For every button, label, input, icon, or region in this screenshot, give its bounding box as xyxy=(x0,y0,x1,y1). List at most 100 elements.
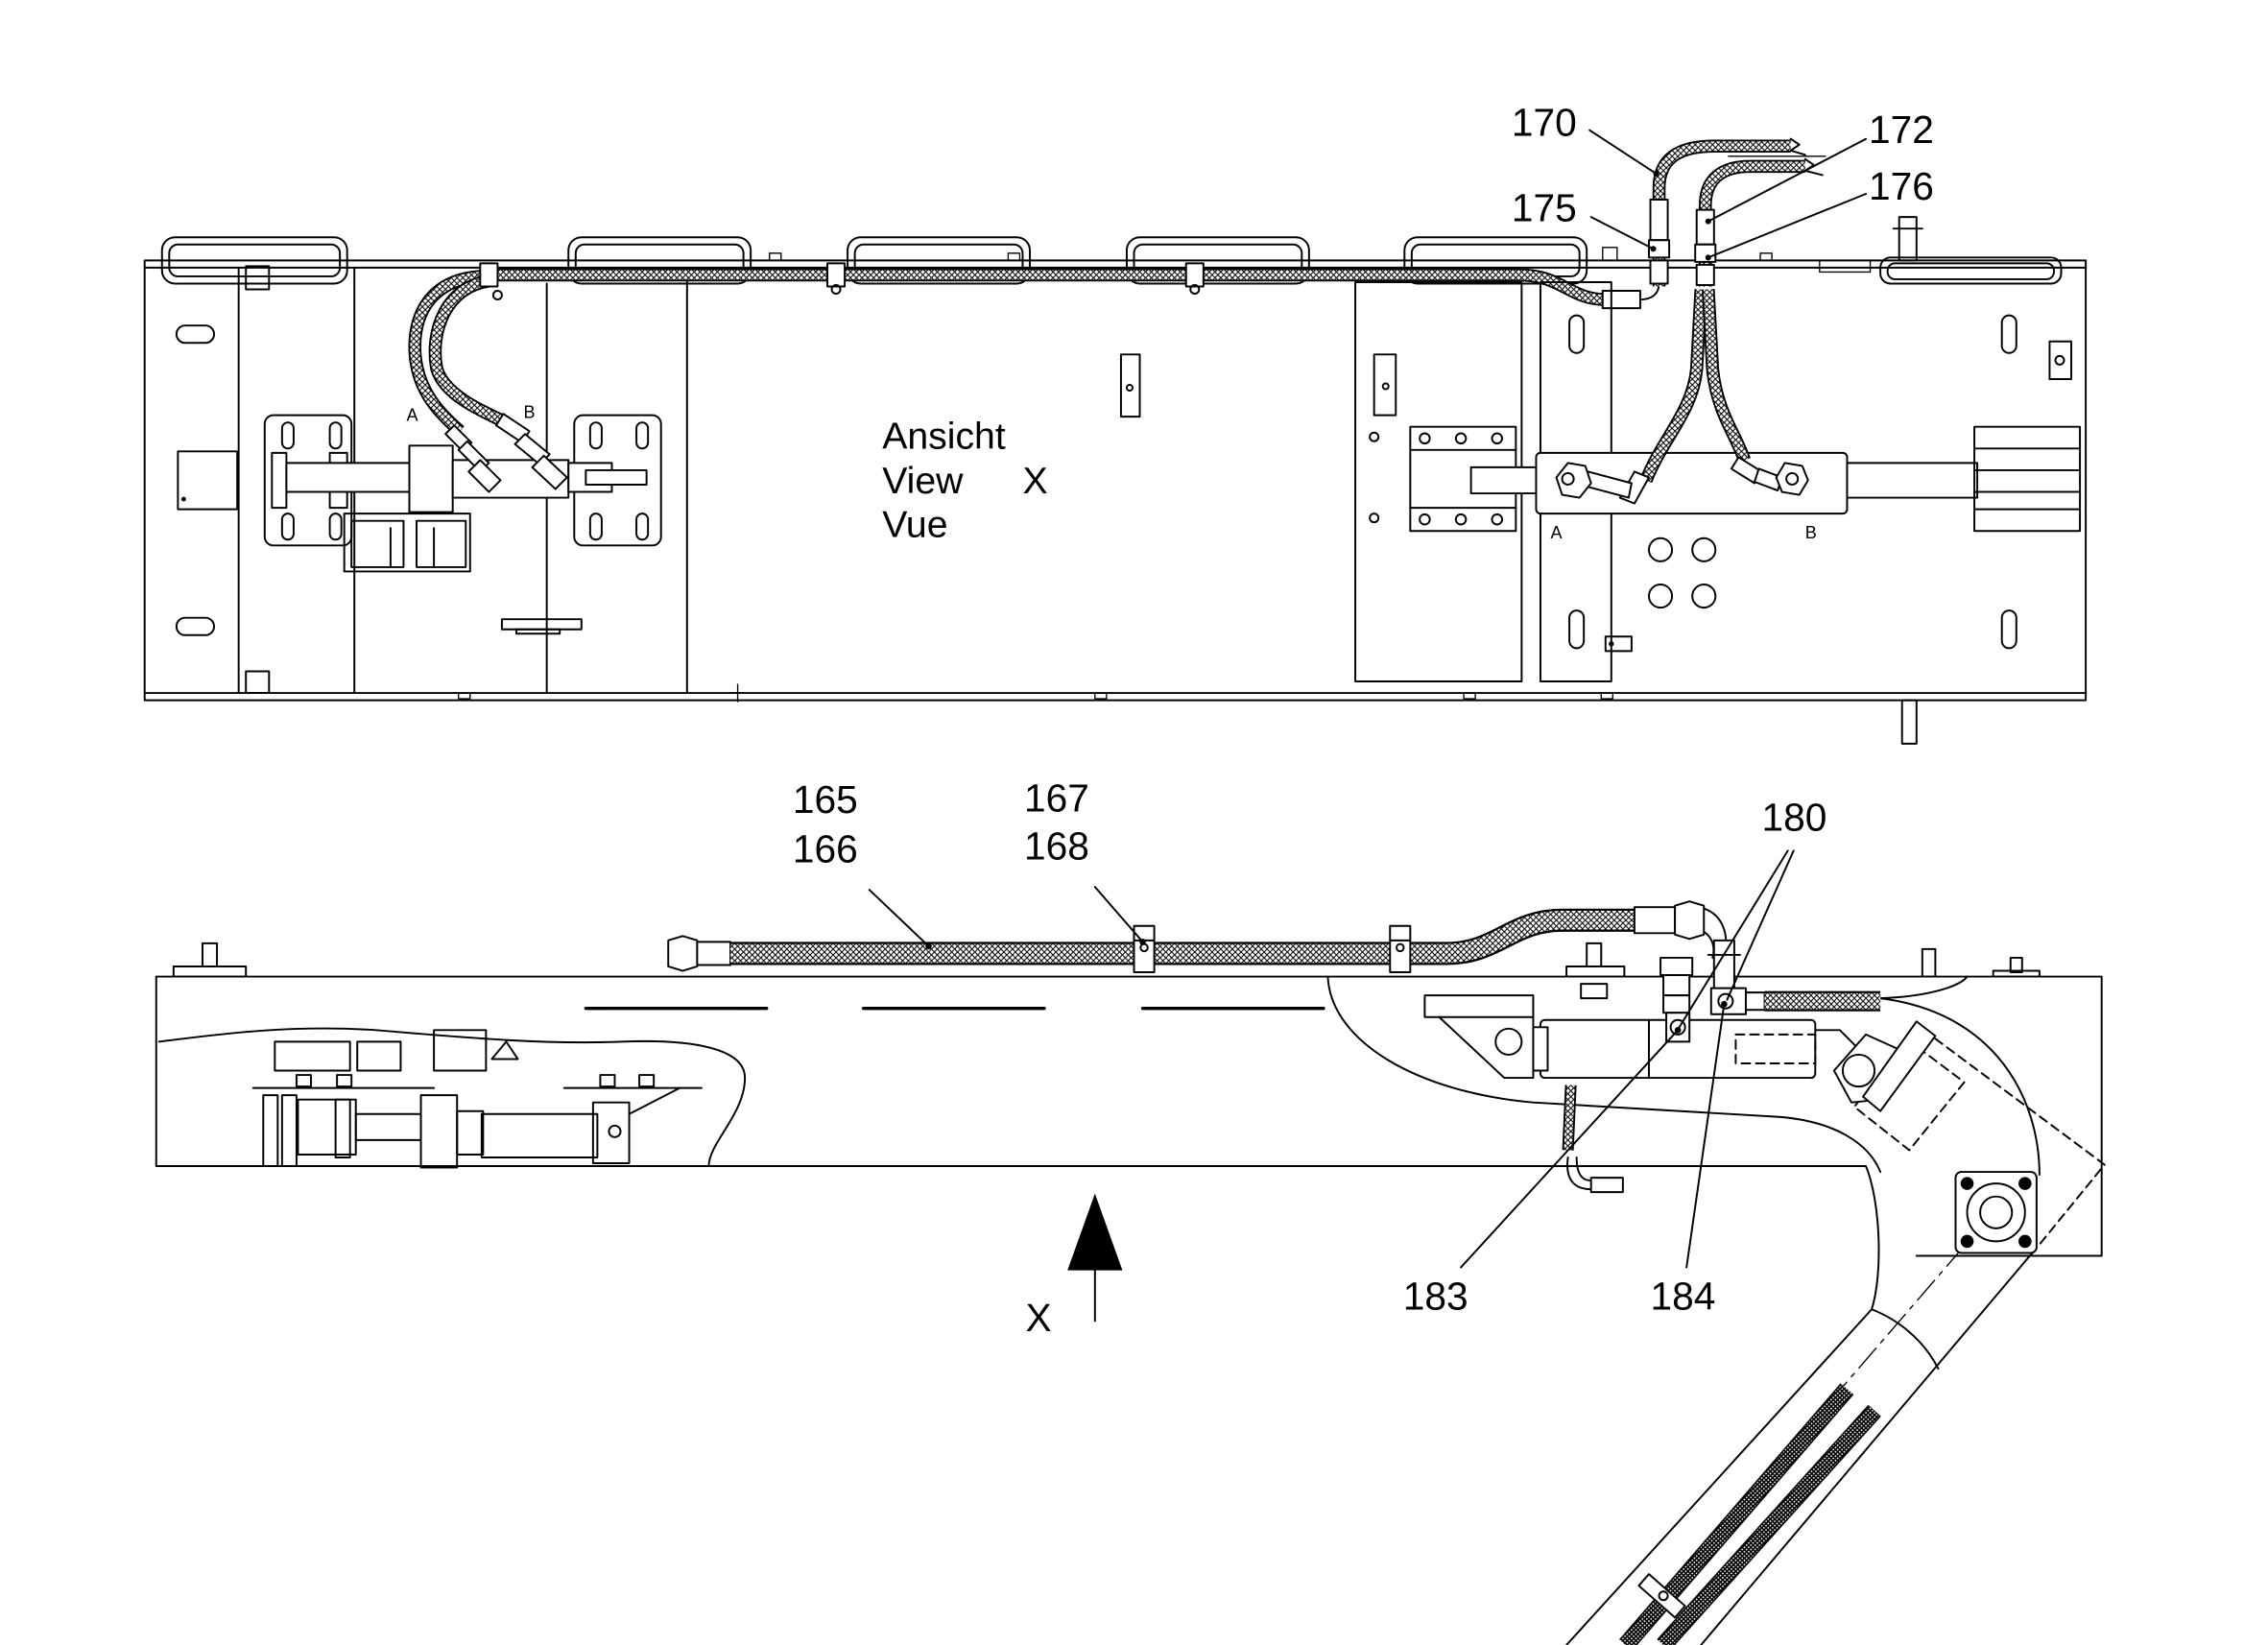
callout-number: 166 xyxy=(793,826,858,870)
callout-number: 172 xyxy=(1869,107,1934,152)
carry-handle-part xyxy=(1886,262,2055,280)
top-post-part xyxy=(202,942,219,967)
right-mounting-plate-part xyxy=(1491,513,1504,526)
right-cylinder xyxy=(1535,425,2082,533)
fitting-184-part xyxy=(1717,992,1734,1010)
callout-number: 176 xyxy=(1869,164,1934,208)
fitting-175-part xyxy=(1649,259,1669,285)
top-frame-part xyxy=(245,265,271,291)
mounting-slot xyxy=(2000,609,2017,650)
right-mounting-plate xyxy=(1354,280,1538,683)
hose-to-port-a xyxy=(1555,289,1708,505)
fitting-stack-183 xyxy=(1659,956,1694,1043)
top-post xyxy=(172,942,248,978)
right-mounting-plate-part xyxy=(1469,465,1538,495)
view-label-view: View xyxy=(882,461,964,502)
top-view: A B A B Ansicht View X Vue 170 172 175 1… xyxy=(143,101,2088,745)
left-cutaway-part xyxy=(490,1040,519,1061)
hose-clamp-part xyxy=(1389,924,1412,974)
hose-clamp xyxy=(826,262,847,295)
carry-handle xyxy=(1879,256,2063,285)
pivot-flange xyxy=(1954,1171,2038,1254)
callout-number: 184 xyxy=(1651,1274,1716,1318)
hose-clamp-part xyxy=(491,290,503,301)
callout-number: 165 xyxy=(793,777,858,822)
pivot-flange-part xyxy=(2018,1234,2032,1249)
edge-studs-part xyxy=(458,692,471,700)
callout-167-168: 167 168 xyxy=(1024,776,1146,945)
right-mounting-plate-part xyxy=(1369,431,1380,442)
side-frame xyxy=(155,975,2103,1257)
hose-to-port-b xyxy=(1702,289,1809,496)
left-cylinder-assembly-part xyxy=(328,513,343,541)
edge-studs-part xyxy=(1819,259,1872,274)
stud xyxy=(1892,216,1923,745)
left-cylinder-assembly-part xyxy=(280,513,295,541)
left-cutaway-part xyxy=(274,1040,351,1072)
side-hose-down xyxy=(1562,1085,1624,1194)
hose-165-166-part xyxy=(1674,900,1706,941)
hose-clamp-167-168-part xyxy=(1133,924,1156,974)
cylinder-bracket-part xyxy=(1494,1027,1523,1056)
left-cylinder-assembly-part xyxy=(416,519,467,568)
hose-clamp-part xyxy=(1184,262,1205,288)
callout-165-166: 165 166 xyxy=(793,777,932,950)
small-plate xyxy=(2048,340,2073,380)
left-cylinder-assembly-part xyxy=(350,519,405,568)
callout-180: 180 xyxy=(1678,795,1826,1029)
edge-studs-part xyxy=(1094,692,1108,700)
callout-165-166-part xyxy=(925,942,932,950)
right-mounting-plate-part xyxy=(1369,513,1380,524)
left-cutaway-part xyxy=(334,1098,351,1158)
callout-183: 183 xyxy=(1403,1027,1682,1318)
boom-arm-part xyxy=(1700,1252,2034,1645)
left-cutaway-part xyxy=(480,1112,599,1158)
left-cutaway-part xyxy=(297,1098,357,1156)
edge-studs-part xyxy=(1600,692,1614,700)
side-hose-down-part xyxy=(1589,1177,1624,1194)
right-mounting-plate-part xyxy=(1419,432,1431,445)
hose-170 xyxy=(1652,137,1806,287)
fitting-176 xyxy=(1694,208,1717,286)
mounting-holes xyxy=(1648,536,1717,609)
top-frame-part xyxy=(245,670,271,695)
top-post xyxy=(1921,947,1937,978)
callout-176-part xyxy=(1707,193,1868,259)
right-mounting-plate-part xyxy=(1454,432,1468,445)
stud-part xyxy=(1898,216,1918,262)
edge-studs-part xyxy=(1007,252,1021,262)
left-cutaway-part xyxy=(419,1094,459,1169)
right-cutaway-part xyxy=(1869,975,1969,1000)
callout-number: 170 xyxy=(1512,101,1577,145)
left-cutaway-part xyxy=(157,1027,747,1168)
cover-plate-part xyxy=(177,450,239,511)
fitting-stack-183-part xyxy=(1669,1018,1686,1036)
hose-to-port-b-part xyxy=(1775,462,1809,496)
center-plate-part xyxy=(1119,353,1141,418)
callout-number: 167 xyxy=(1024,776,1089,821)
cylinder-bracket-part xyxy=(1423,994,1535,1018)
hose-165-166-part xyxy=(1703,930,1715,959)
edge-studs-part xyxy=(1759,252,1773,262)
hose-clamp xyxy=(1389,924,1412,974)
hose-to-port-b-part xyxy=(1730,456,1763,485)
hose-clamp xyxy=(1184,262,1205,295)
callout-184-part xyxy=(1685,1003,1726,1269)
bracket-part xyxy=(500,618,583,631)
side-frame-part xyxy=(155,975,2103,1257)
boom-arm xyxy=(1565,1165,2034,1645)
hose-clamp-part xyxy=(1396,942,1405,953)
left-cutaway-part xyxy=(280,1094,298,1168)
left-cylinder-assembly-part xyxy=(285,462,411,493)
boom-arm-part xyxy=(1620,1384,1853,1645)
callout-number: 175 xyxy=(1512,186,1577,230)
left-cylinder-assembly-part xyxy=(408,444,454,513)
cylinder-bracket xyxy=(1423,994,1535,1080)
vertical-bracket-part xyxy=(1609,641,1614,647)
mounting-holes-part xyxy=(1648,584,1674,609)
arrow-head-icon xyxy=(1067,1193,1123,1271)
boom-arm-part xyxy=(1637,1573,1686,1619)
callout-180-part xyxy=(1726,849,1795,1001)
hose-to-port-b-part xyxy=(1703,289,1750,463)
pivot-flange-part xyxy=(1960,1234,1974,1249)
